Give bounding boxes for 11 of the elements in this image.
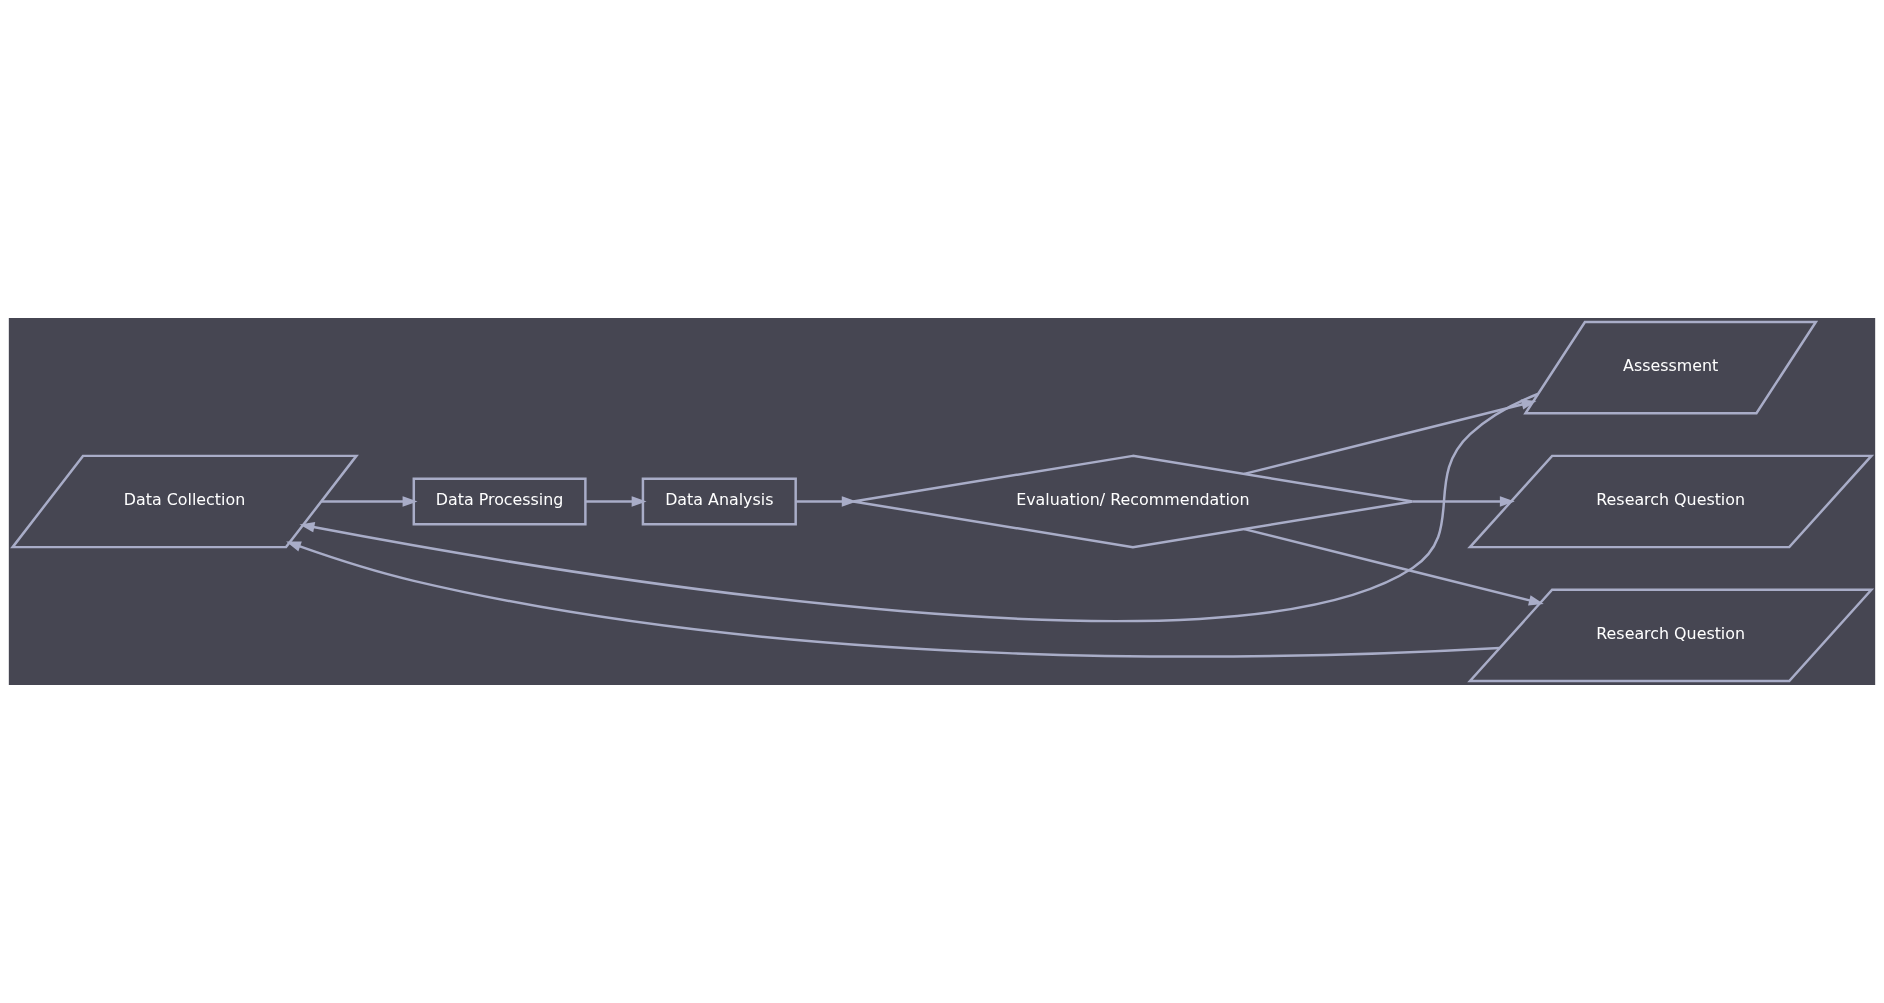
node-diamond: Evaluation/ Recommendation [851,454,1414,549]
arrow [1243,399,1537,476]
arrow [286,541,1500,658]
node-box: Data Processing [412,477,587,526]
arrow [321,496,418,507]
arrow [1412,496,1515,507]
arrow [795,496,857,507]
arrow [585,496,647,507]
node-box: Data Analysis [641,477,797,526]
arrow [299,392,1539,623]
arrow [1243,527,1544,606]
